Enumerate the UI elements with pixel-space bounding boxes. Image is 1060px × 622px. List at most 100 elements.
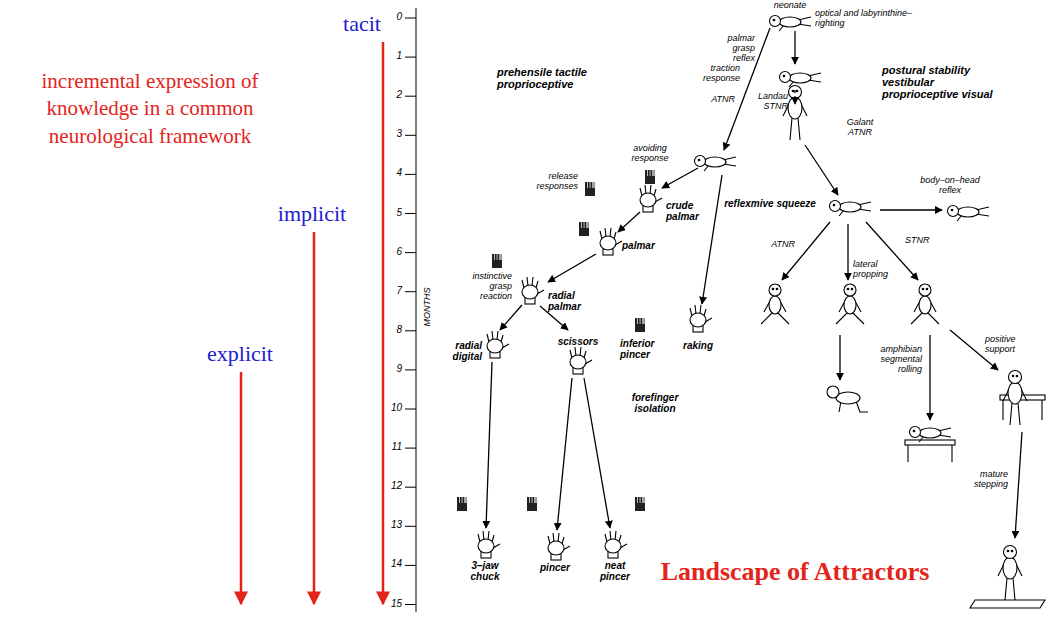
figure-part [922,288,924,290]
figure-part [844,296,856,314]
transition-arrow [847,224,848,280]
figure-part [770,16,781,27]
stage-label: crude palmar [666,200,711,222]
axis-tick-label: 7 [396,285,402,296]
axis-tick [405,409,416,410]
hand-figure [640,185,662,212]
infant-figure [1003,371,1027,426]
figure-part [497,254,499,260]
knowledge-arrow [313,232,316,604]
axis-tick-label: 6 [396,246,402,257]
figure-part [1007,550,1009,552]
figure-part [783,75,785,77]
figure-part [970,600,1045,608]
stage-label: amphibian segmental rolling [862,345,922,375]
stage-label: STNR [905,236,930,246]
figure-part [640,193,656,207]
figure-part [908,445,952,462]
figure-part [839,202,871,216]
axis-tick [405,565,416,566]
stage-label: body–on–head reflex [910,176,990,196]
stage-label: raking [683,340,713,351]
figure-part [1008,382,1022,404]
stage-label: Landau STNR [748,92,788,112]
figure-part [839,202,861,212]
stage-label: ATNR [711,95,735,105]
axis-tick [405,330,416,331]
figure-part [792,90,794,92]
hand-figure [478,531,500,558]
figure-part [772,288,774,290]
stage-label: inferior pincer [620,338,665,360]
figure-part [635,324,645,332]
transition-arrow [500,305,522,330]
axis-tick [405,291,416,292]
figure-part [780,72,791,83]
figure-part [653,170,655,176]
diagram-title: Landscape of Attractors [661,558,930,587]
axis-tick [405,252,416,253]
transition-arrow [880,209,942,210]
hand-figure [690,305,712,332]
figure-part [788,97,802,119]
infant-figure [827,386,868,412]
knowledge-label: explicit [207,342,273,366]
stage-label: optical and labyrinthine–righting [815,9,915,29]
stage-label: release responses [528,172,578,192]
stage-label: positive support [985,335,1030,355]
group-heading: postural stability vestibular propriocep… [882,64,997,100]
figure-part [851,288,853,290]
infant-figure [830,201,872,217]
axis-tick-label: 8 [396,324,402,335]
axis-tick [405,213,416,214]
figure-part [522,285,538,299]
figure-part [1011,550,1013,552]
figure-part [532,497,534,503]
transition-arrow [805,145,838,195]
transition-arrow [662,168,698,188]
axis-tick-label: 15 [391,598,402,609]
figure-part [643,318,645,324]
axis-tick [405,604,416,605]
stage-label: Galant ATNR [840,118,880,138]
figure-part [1016,375,1018,377]
figure-part [638,497,640,503]
figure-part [695,156,706,167]
figure-part [919,296,931,314]
figure-part [487,339,503,353]
figure-part [457,497,459,503]
figure-part [957,207,979,217]
axis-tick-label: 3 [396,128,402,139]
hand-icon [635,318,645,332]
figure-part [587,222,589,228]
stage-label: radial digital [440,340,482,362]
figure-part [640,318,642,324]
figure-part [773,19,775,21]
stage-label: scissors [558,336,599,347]
figure-part [590,182,592,188]
stage-label: mature stepping [963,470,1008,490]
figure-part [492,254,494,260]
transition-arrow [794,31,795,64]
figure-part [957,207,989,221]
figure-part [844,284,856,296]
figure-part [530,497,532,503]
knowledge-arrow [240,372,243,604]
hand-icon [635,497,645,511]
figure-part [827,386,839,398]
hand-icon [579,222,589,236]
axis-tick [405,369,416,370]
figure-part [847,288,849,290]
figure-part [582,222,584,228]
figure-part [905,440,955,445]
axis-tick [405,18,416,19]
figure-part [951,209,953,211]
stage-label: ATNR [771,240,795,250]
figure-part [833,204,835,206]
infant-figure [780,72,822,88]
figure-part [789,73,811,83]
figure-part [500,254,502,260]
figure-part [495,254,497,260]
figure-part [635,503,645,511]
hand-figure [570,347,592,374]
